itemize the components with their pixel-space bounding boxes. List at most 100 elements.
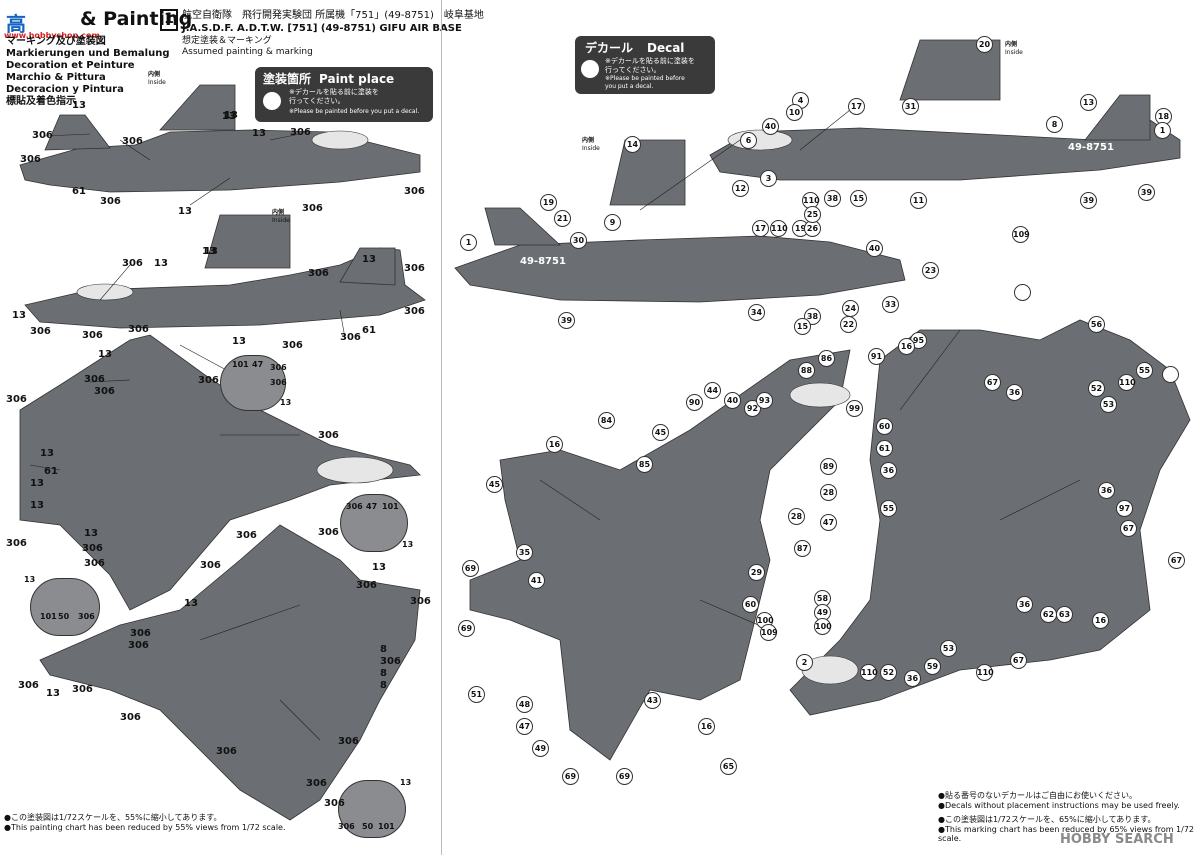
paint-place-title-ja: 塗装箇所 [263,72,312,86]
detail-inset-circle [30,578,100,636]
decal-number: 47 [516,718,533,735]
decal-number: 39 [558,312,575,329]
decal-number: 35 [516,544,533,561]
language-label-5: 標貼及着色指示 [6,96,76,107]
paint-code: 8 [380,644,387,655]
paint-code: 13 [402,540,414,549]
decal-number: 33 [882,296,899,313]
paint-code: 13 [280,398,292,407]
tail-inset-fin-2 [204,214,291,269]
paint-code: 13 [30,500,44,511]
brush-icon [581,60,599,78]
paint-code: 306 [82,543,103,554]
inside-label-en: Inside [272,217,290,224]
decal-note-en-2: you put a decal. [605,83,654,90]
decal-number: 52 [1088,380,1105,397]
paint-code: 306 [78,612,95,621]
paint-code: 306 [340,332,361,343]
decal-number: 84 [598,412,615,429]
decal-number: 45 [486,476,503,493]
paint-code: 101 [232,360,249,369]
decal-number: 12 [732,180,749,197]
decal-number: 87 [794,540,811,557]
decal-number: 56 [1088,316,1105,333]
decal-number: 15 [794,318,811,335]
decal-number: 24 [842,300,859,317]
paint-code: 306 [338,736,359,747]
decal-number: 3 [760,170,777,187]
tail-number: 49-8751 [1068,142,1114,153]
paint-code: 306 [32,130,53,141]
decal-number [1162,366,1179,383]
paint-code: 101 [40,612,57,621]
paint-code: 306 [84,558,105,569]
decal-number: 2 [796,654,813,671]
paint-code: 306 [404,263,425,274]
paint-code: 50 [58,612,70,621]
paint-code: 13 [40,448,54,459]
paint-code: 13 [202,246,216,257]
paint-code: 306 [6,394,27,405]
decal-number: 21 [554,210,571,227]
page-divider [441,0,442,855]
paint-code: 306 [94,386,115,397]
decal-number: 40 [724,392,741,409]
tail-inset-fin-right-2 [609,139,686,206]
paint-code: 306 [20,154,41,165]
decal-number: 69 [616,768,633,785]
language-label-2: Decoration et Peinture [6,60,135,71]
decal-number: 30 [570,232,587,249]
decal-number: 49 [532,740,549,757]
decal-note-ja-1: ※デカールを貼る前に塗装を [605,57,695,65]
paint-code: 13 [24,575,36,584]
tail-fin-middle [484,207,562,246]
decal-title-en: Decal [647,41,685,55]
decal-number: 9 [604,214,621,231]
decal-number: 109 [760,624,778,641]
assumed-label-ja: 想定塗装＆マーキング [182,36,272,46]
paint-code: 306 [18,680,39,691]
decal-number: 11 [910,192,927,209]
paint-code: 306 [30,326,51,337]
paint-code: 13 [362,254,376,265]
decal-number: 91 [868,348,885,365]
paint-place-note-ja-2: 行ってください。 [289,97,345,105]
decal-number: 110 [770,220,788,237]
canopy [316,456,394,484]
paint-code: 306 [6,538,27,549]
decal-note-right-1-ja: ●貼る番号のないデカールはご自由にお使いください。 [938,791,1137,800]
decal-title-ja: デカール [585,41,634,55]
paint-code: 13 [252,128,266,139]
decal-number: 69 [458,620,475,637]
paint-code: 13 [184,598,198,609]
decal-number: 93 [756,392,773,409]
decal-note-right-1-en: ●Decals without placement instructions m… [938,801,1180,810]
decal-number: 97 [1116,500,1133,517]
paint-code: 306 [302,203,323,214]
scale-note-left-en: ●This painting chart has been reduced by… [4,823,286,832]
paint-place-note-en: ※Please be painted before you put a deca… [289,108,420,115]
paint-code: 306 [82,330,103,341]
decal-number: 60 [876,418,893,435]
decal-number: 109 [1012,226,1030,243]
paint-code: 306 [270,363,287,372]
decal-number: 29 [748,564,765,581]
decal-number: 39 [1138,184,1155,201]
decal-number: 99 [846,400,863,417]
inside-label-ja: 内側 [1005,41,1018,48]
paint-code: 13 [154,258,168,269]
decal-number: 53 [940,640,957,657]
paint-code: 306 [308,268,329,279]
decal-number: 28 [820,484,837,501]
paint-code: 306 [346,502,363,511]
paint-place-note-ja-1: ※デカールを貼る前に塗装を [289,88,379,96]
paint-code: 61 [72,186,86,197]
paint-code: 13 [84,528,98,539]
page-title: & Painting [80,8,193,30]
decal-number: 15 [850,190,867,207]
brush-icon [263,92,281,110]
paint-code: 306 [404,306,425,317]
paint-code: 8 [380,668,387,679]
decal-note-right-2-ja: ●この塗装図は1/72スケールを、65%に縮小してあります。 [938,815,1156,824]
decal-number: 53 [1100,396,1117,413]
